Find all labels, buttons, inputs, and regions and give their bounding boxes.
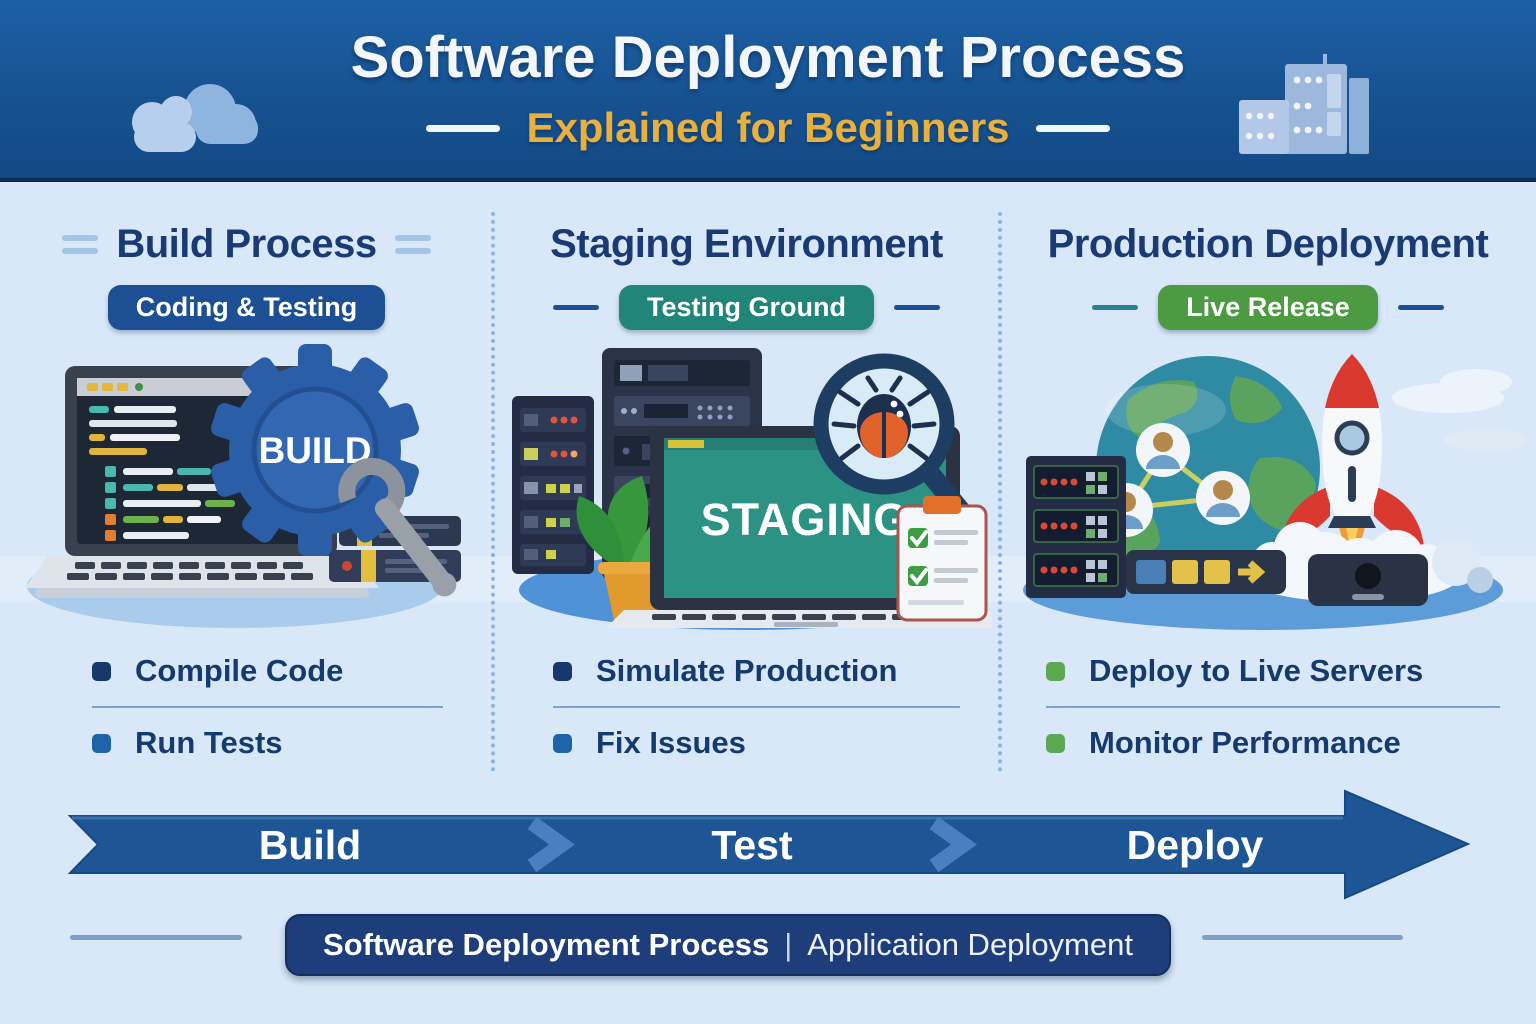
list-item: Simulate Production	[553, 646, 960, 696]
equals-decoration-right	[394, 234, 431, 254]
bullet-list: Compile Code Run Tests	[0, 646, 493, 768]
column-title: Staging Environment	[550, 221, 943, 266]
server-tower-small-icon	[511, 396, 594, 574]
footer-separator: |	[784, 927, 793, 962]
column-badge: Testing Ground	[619, 284, 874, 330]
equals-decoration-left	[62, 234, 99, 254]
column-title: Production Deployment	[1047, 221, 1489, 266]
column-badge: Live Release	[1158, 284, 1378, 330]
square-bullet-icon	[1046, 733, 1065, 753]
staging-screen-label: STAGING	[700, 494, 909, 545]
column-staging-environment: Staging Environment Testing Ground	[493, 182, 1000, 792]
list-item: Run Tests	[92, 718, 443, 768]
badge-dash-left	[1092, 304, 1139, 310]
footer-bar: Software Deployment Process | Applicatio…	[285, 914, 1171, 976]
bullet-divider	[553, 706, 960, 708]
checklist-icon	[896, 496, 987, 622]
bug-magnifier-icon	[813, 353, 980, 532]
chevron-right-icon	[527, 816, 977, 873]
square-bullet-icon	[92, 733, 111, 753]
header-banner: Software Deployment Process Explained fo…	[0, 0, 1536, 182]
column-divider-1	[491, 212, 495, 772]
list-item: Deploy to Live Servers	[1046, 646, 1500, 696]
buildings-icon	[1239, 54, 1369, 154]
square-bullet-icon	[553, 661, 572, 681]
wrench-icon	[337, 457, 456, 597]
bullet-label: Fix Issues	[596, 725, 746, 760]
bullet-label: Compile Code	[135, 653, 344, 688]
production-illustration	[1023, 354, 1528, 630]
bullet-divider	[1046, 706, 1500, 708]
flow-arrow-banner: Build Test Deploy	[67, 789, 1471, 900]
footer-title: Software Deployment Process	[323, 927, 770, 962]
list-item: Monitor Performance	[1046, 718, 1500, 768]
column-divider-2	[998, 212, 1002, 772]
square-bullet-icon	[553, 733, 572, 753]
flow-step-build: Build	[259, 822, 361, 868]
badge-dash-right	[893, 304, 940, 310]
build-illustration: BUILD	[24, 344, 461, 628]
bullet-label: Simulate Production	[596, 653, 898, 688]
bullet-list: Simulate Production Fix Issues	[493, 646, 1000, 768]
bullet-list: Deploy to Live Servers Monitor Performan…	[1000, 646, 1536, 768]
staging-illustration: STAGING	[511, 348, 992, 630]
column-title: Build Process	[116, 221, 377, 266]
footer-line-left	[70, 935, 242, 940]
sky-cloud-icon	[1392, 369, 1528, 451]
page-subtitle: Explained for Beginners	[526, 104, 1010, 151]
globe-icon	[1096, 356, 1320, 580]
square-bullet-icon	[92, 661, 111, 681]
subtitle-dash-left	[426, 124, 501, 132]
bullet-divider	[92, 706, 443, 708]
flow-step-deploy: Deploy	[1127, 822, 1264, 868]
column-production-deployment: Production Deployment Live Release	[1000, 182, 1536, 792]
bullet-label: Run Tests	[135, 725, 283, 760]
list-item: Fix Issues	[553, 718, 960, 768]
footer-line-right	[1202, 935, 1403, 940]
badge-dash-left	[553, 304, 599, 310]
bug-icon	[831, 375, 936, 461]
page-title: Software Deployment Process	[350, 25, 1186, 90]
server-rack-icon	[1026, 456, 1126, 598]
clouds-icon	[132, 84, 258, 152]
footer-subtitle: Application Deployment	[807, 927, 1133, 962]
subtitle-dash-right	[1035, 124, 1110, 132]
square-bullet-icon	[1046, 661, 1065, 681]
badge-dash-right	[1397, 304, 1444, 310]
bullet-label: Deploy to Live Servers	[1089, 653, 1424, 688]
list-item: Compile Code	[92, 646, 443, 696]
storage-device-icon	[1308, 554, 1428, 606]
column-badge: Coding & Testing	[107, 284, 386, 330]
column-build-process: Build Process Coding & Testing	[0, 182, 493, 792]
network-device-icon	[1126, 550, 1286, 594]
flow-step-test: Test	[711, 822, 793, 868]
bullet-label: Monitor Performance	[1089, 725, 1401, 760]
